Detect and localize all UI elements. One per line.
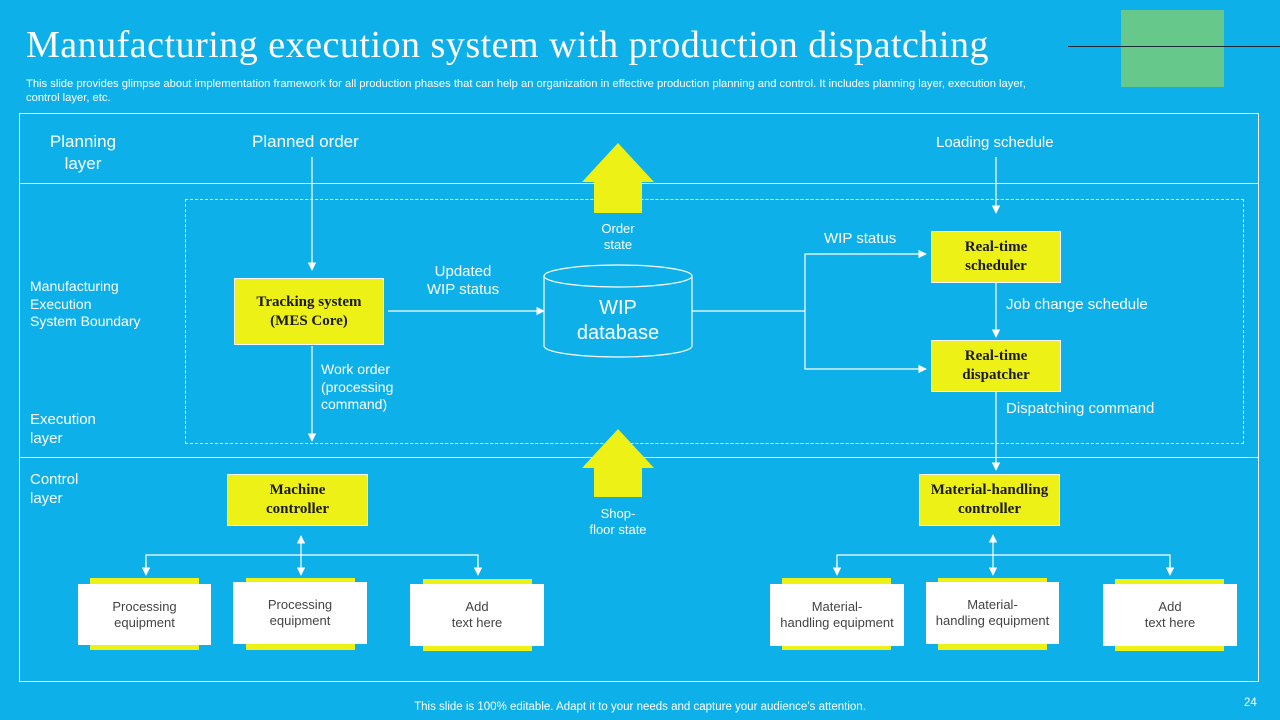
diagram-frame [19,113,1259,682]
mes-boundary-label: Manufacturing Execution System Boundary [30,278,141,329]
up-arrow-shop-floor-state [582,429,654,497]
tracking-system-node: Tracking system (MES Core) [234,278,384,345]
equipment-card-right-2: Material- handling equipment [926,582,1059,644]
tree-left [145,554,479,574]
slide-subtitle: This slide provides glimpse about implem… [26,78,1026,104]
material-handling-controller-node: Material-handling controller [919,474,1060,526]
real-time-dispatcher-node: Real-time dispatcher [931,340,1061,392]
order-state-label: Order state [601,221,635,252]
mes-boundary-box [185,199,1244,444]
updated-wip-status-label: Updated WIP status [426,263,500,298]
planned-order-label: Planned order [252,132,359,151]
work-order-label: Work order (processing command) [321,361,394,412]
dispatching-command-label: Dispatching command [1006,400,1155,417]
page-number: 24 [1244,697,1257,709]
arrow-wip-to-dispatcher [804,311,927,374]
real-time-scheduler-node: Real-time scheduler [931,231,1061,283]
tree-right [836,554,1171,574]
equipment-card-left-1: Processing equipment [78,584,211,645]
equipment-card-left-3: Add text here [410,584,544,646]
job-change-schedule-label: Job change schedule [1006,296,1148,313]
machine-controller-node: Machine controller [227,474,368,526]
shop-floor-state-label: Shop- floor state [589,506,647,537]
equipment-card-right-3: Add text here [1103,584,1237,646]
slide-title: Manufacturing execution system with prod… [26,24,989,66]
decorative-green-square [1121,10,1224,87]
decorative-title-line [1068,46,1280,47]
execution-layer-label: Execution layer [30,411,96,447]
wip-database-label: WIP database [576,297,660,344]
equipment-card-right-1: Material- handling equipment [770,584,904,646]
loading-schedule-label: Loading schedule [936,134,1054,151]
equipment-card-left-2: Processing equipment [233,582,367,644]
wip-status-label: WIP status [824,230,897,247]
control-layer-label: Control layer [30,471,79,507]
wip-database-cylinder [543,264,693,358]
planning-layer-label: Planning layer [49,132,117,173]
arrow-wip-to-scheduler [804,249,927,311]
up-arrow-order-state [582,143,654,213]
slide-footer: This slide is 100% editable. Adapt it to… [414,701,866,713]
